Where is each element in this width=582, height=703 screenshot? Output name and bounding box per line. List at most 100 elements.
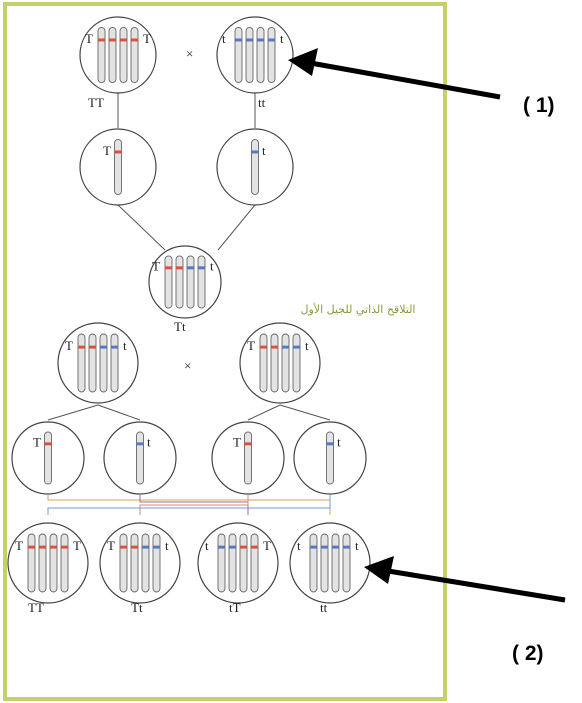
allele-band xyxy=(39,545,46,549)
chromosome-arm xyxy=(197,255,206,309)
allele-band xyxy=(176,266,183,270)
allele-band xyxy=(260,345,267,349)
chromosome-arm xyxy=(38,533,47,593)
chromosome-arm xyxy=(164,255,173,309)
allele-label: t xyxy=(337,435,341,450)
chromosome-arm xyxy=(49,533,58,593)
cell-circle xyxy=(216,16,294,94)
chromosome-arm xyxy=(141,533,150,593)
chromosome-arm xyxy=(309,533,318,593)
f2-gamete-1: T xyxy=(11,421,85,495)
chromosome-arm xyxy=(239,533,248,593)
allele-band xyxy=(89,345,96,349)
allele-label: T xyxy=(85,31,93,46)
allele-band xyxy=(321,545,328,549)
allele-label: t xyxy=(305,338,309,353)
gamete-combination-lines xyxy=(47,495,331,515)
allele-band xyxy=(109,38,116,42)
chromosome-arm xyxy=(259,333,268,393)
allele-band xyxy=(310,545,317,549)
allele-label: t xyxy=(147,435,151,450)
chromosome-arm xyxy=(244,431,252,485)
self-cross-caption: التلاقح الذاتي للجيل الأول xyxy=(301,302,416,316)
cell-circle xyxy=(57,322,139,404)
allele-label: T xyxy=(107,538,115,553)
chromosome-arm xyxy=(108,27,117,83)
f1-genotype-label: Tt xyxy=(174,319,186,334)
allele-label: T xyxy=(233,435,241,450)
chromosome-arm xyxy=(331,533,340,593)
allele-label: T xyxy=(263,538,271,553)
allele-band xyxy=(44,442,52,446)
gamete-cell-left: T xyxy=(79,128,157,206)
allele-label: t xyxy=(123,338,127,353)
allele-band xyxy=(229,545,236,549)
callout-label-2: ( 2) xyxy=(512,642,544,665)
allele-label: T xyxy=(103,143,111,158)
allele-band xyxy=(282,345,289,349)
allele-band xyxy=(28,545,35,549)
allele-label: T xyxy=(152,259,160,274)
chromosome-arm xyxy=(245,27,254,83)
allele-band xyxy=(136,442,144,446)
chromosome-arm xyxy=(186,255,195,309)
allele-band xyxy=(343,545,350,549)
arrow-1 xyxy=(288,48,501,100)
allele-band xyxy=(131,545,138,549)
allele-band xyxy=(165,266,172,270)
chromosome-arm xyxy=(119,27,128,83)
allele-label: t xyxy=(210,259,214,274)
chromosome-arm xyxy=(281,333,290,393)
chromosome-arm xyxy=(44,431,52,485)
chromosome-arm xyxy=(175,255,184,309)
allele-label: T xyxy=(143,31,151,46)
parent-left-genotype: TT xyxy=(88,95,104,110)
connector-lines xyxy=(47,93,331,421)
chromosome-arm xyxy=(292,333,301,393)
chromosome-arm xyxy=(60,533,69,593)
f2-gamete-2: t xyxy=(103,421,177,495)
chromosome-arm xyxy=(152,533,161,593)
allele-band xyxy=(268,38,275,42)
f2-genotype-3: tT xyxy=(229,600,241,615)
allele-label: t xyxy=(222,31,226,46)
allele-band xyxy=(142,545,149,549)
f2-genotype-4: tt xyxy=(320,600,328,615)
allele-band xyxy=(326,442,334,446)
chromosome-arm xyxy=(130,27,139,83)
chromosome-arm xyxy=(320,533,329,593)
parent-right-genotype: tt xyxy=(258,95,266,110)
allele-band xyxy=(120,545,127,549)
allele-band xyxy=(240,545,247,549)
chromosome-arm xyxy=(267,27,276,83)
chromosome-arm xyxy=(97,27,106,83)
allele-band xyxy=(78,345,85,349)
allele-label: t xyxy=(262,143,266,158)
allele-label: T xyxy=(247,338,255,353)
arrow-2 xyxy=(364,556,566,603)
chromosome-arm xyxy=(342,533,351,593)
allele-label: t xyxy=(297,538,301,553)
cell-circle xyxy=(79,16,157,94)
allele-label: T xyxy=(15,538,23,553)
allele-band xyxy=(111,345,118,349)
chromosome-arm xyxy=(99,333,108,393)
chromosome-arm xyxy=(114,138,122,195)
allele-label: T xyxy=(73,538,81,553)
chromosome-arm xyxy=(228,533,237,593)
chromosome-arm xyxy=(77,333,86,393)
chromosome-arm xyxy=(251,138,259,195)
allele-label: t xyxy=(280,31,284,46)
gamete-cell-right: t xyxy=(216,128,294,206)
chromosome-arm xyxy=(110,333,119,393)
diagram-frame xyxy=(3,2,447,701)
allele-band xyxy=(98,38,105,42)
chromosome-arm xyxy=(234,27,243,83)
chromosome-arm xyxy=(136,431,144,485)
